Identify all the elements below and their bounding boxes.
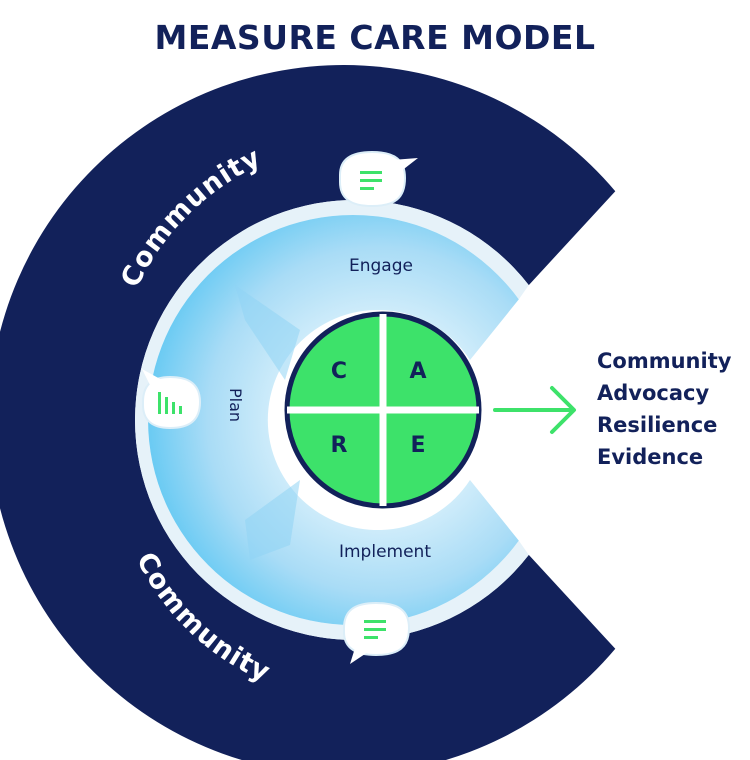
outcome-item: Advocacy: [597, 381, 710, 405]
outcome-item: Community: [597, 349, 732, 373]
phase-ring: [148, 215, 519, 626]
arrow-right-icon: [493, 386, 576, 434]
outcome-item: Evidence: [597, 445, 704, 469]
care-circle: C A R E: [284, 311, 482, 509]
care-letter-a: A: [409, 359, 426, 384]
outcomes-list: Community Advocacy Resilience Evidence: [597, 345, 731, 473]
speech-bubble-chart-icon: [142, 369, 202, 430]
segment-divider-top: [235, 285, 300, 380]
care-letter-e: E: [410, 433, 425, 458]
phase-label-implement: Implement: [339, 542, 431, 562]
outer-community-ring: [0, 65, 616, 760]
care-letter-c: C: [331, 359, 347, 384]
care-letter-r: R: [331, 433, 348, 458]
page-title: MEASURE CARE MODEL: [154, 18, 596, 57]
speech-bubble-text-icon: [339, 150, 418, 208]
phase-label-engage: Engage: [349, 256, 413, 276]
outcome-item: Resilience: [597, 413, 718, 437]
segment-divider-bottom: [245, 480, 300, 560]
phase-label-plan: Plan: [226, 388, 245, 422]
speech-bubble-text-icon-bottom: [343, 601, 411, 664]
